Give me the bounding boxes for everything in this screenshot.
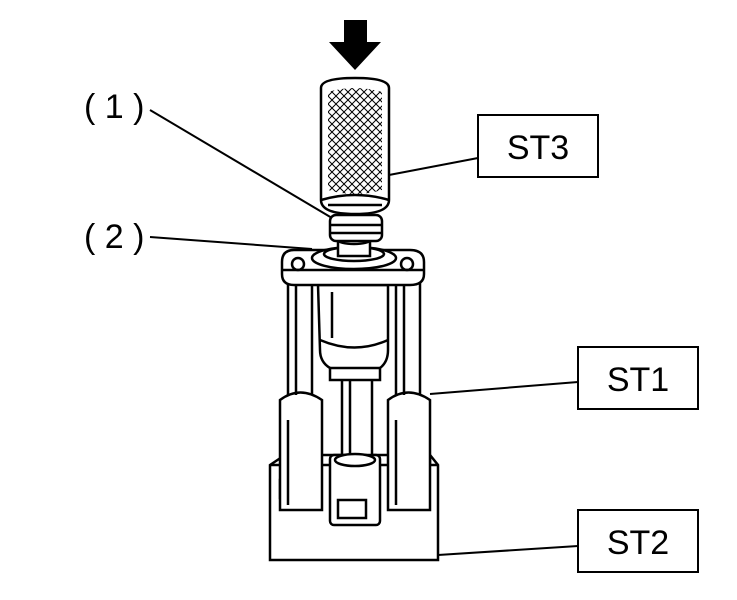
- st2-label-box: [577, 509, 699, 573]
- st3-label: ST3: [507, 129, 569, 167]
- center-shaft: [328, 368, 382, 527]
- arrow-down-icon: [329, 20, 381, 70]
- st2-label: ST2: [607, 524, 669, 562]
- leader-callout-2: [149, 236, 313, 250]
- callout-1-label: ( 1 ): [84, 88, 144, 126]
- leader-callout-1: [149, 109, 333, 219]
- leader-st1: [429, 381, 579, 395]
- st1-guide-sleeve: [316, 283, 390, 382]
- leader-lines: [149, 109, 579, 556]
- st3-label-box: [477, 114, 599, 178]
- st1-left-pillar: [278, 268, 324, 512]
- part-1-bearing: [328, 213, 384, 243]
- leader-st3: [388, 157, 479, 176]
- st3-knurled-handle: [319, 76, 391, 216]
- label-boxes: [477, 114, 699, 573]
- st1-label-box: [577, 346, 699, 410]
- st1-label: ST1: [607, 361, 669, 399]
- leader-st2: [437, 545, 579, 556]
- st1-right-pillar: [386, 268, 432, 512]
- callout-2-label: ( 2 ): [84, 218, 144, 256]
